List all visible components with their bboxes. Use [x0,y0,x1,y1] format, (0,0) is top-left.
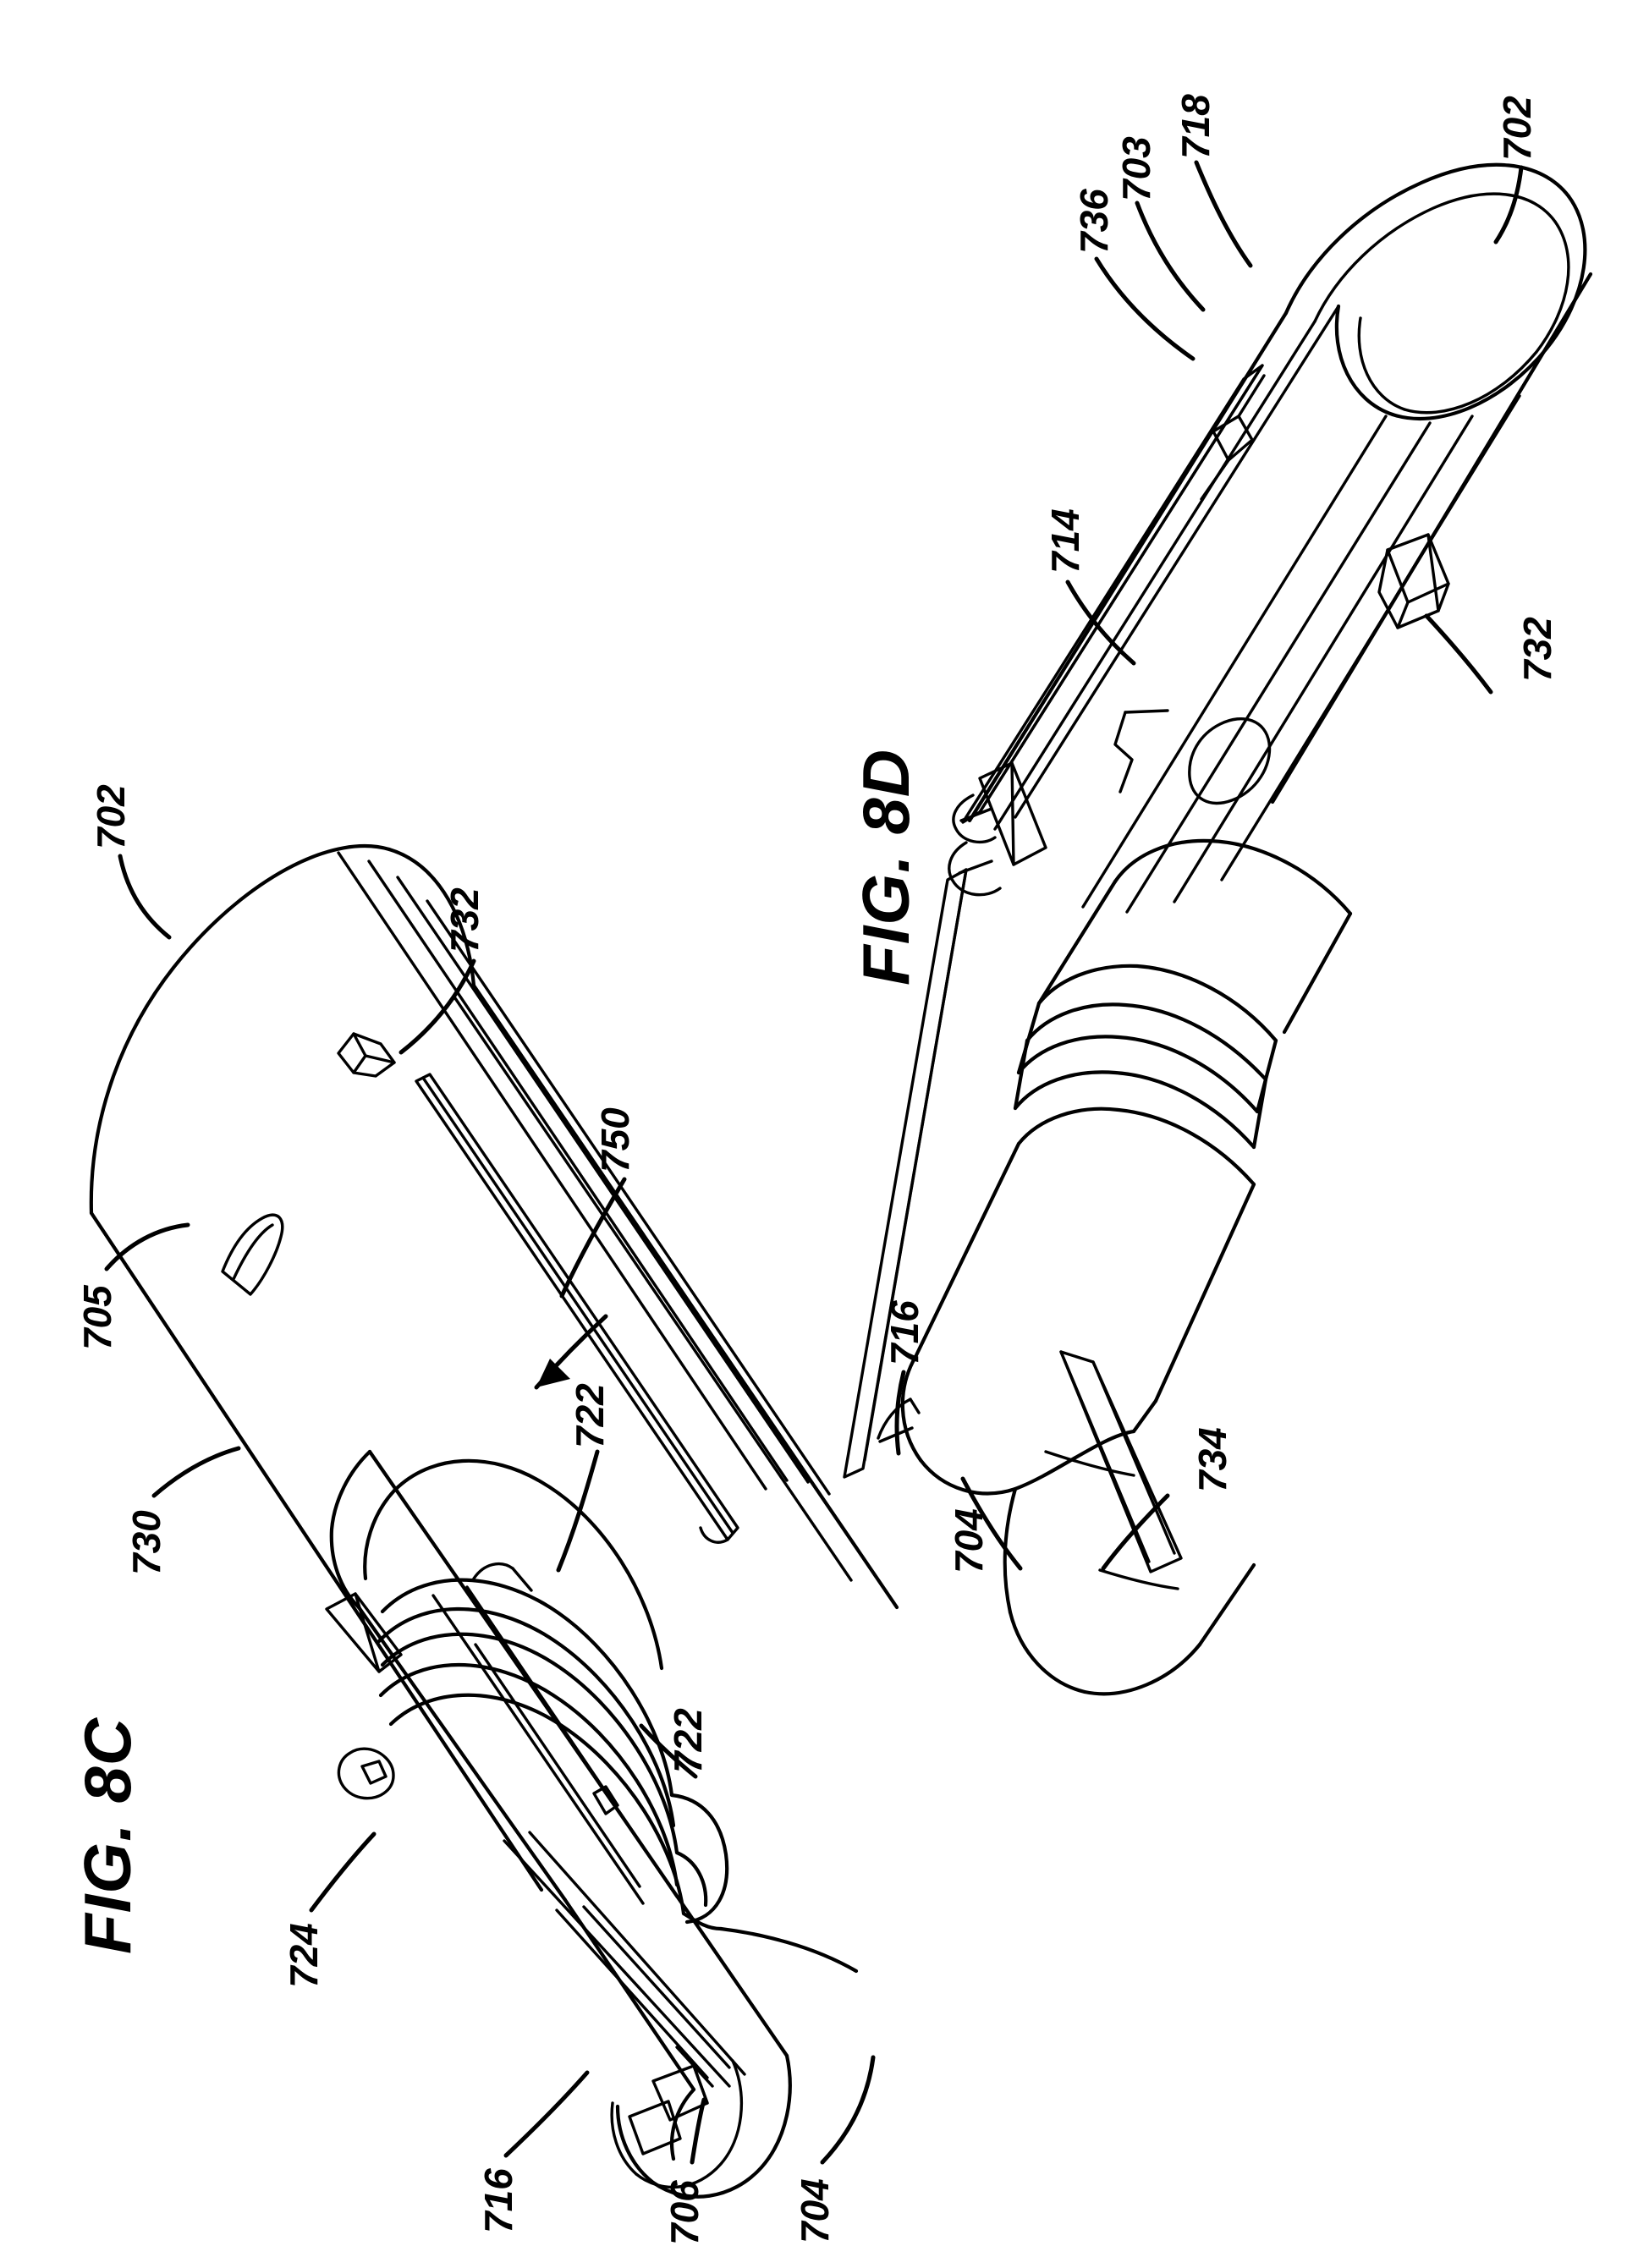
ref-732-fig8c: 732 [442,887,486,953]
ref-722-lower-fig8c: 722 [666,1708,710,1773]
ref-724-fig8c: 724 [282,1923,326,1988]
ref-705-fig8c: 705 [75,1285,119,1350]
ref-704-fig8c: 704 [793,2178,837,2243]
ref-703-fig8d: 703 [1114,136,1158,201]
ref-716-fig8d: 716 [882,1300,926,1365]
ref-718-fig8d: 718 [1174,94,1218,159]
fig-8c-illustration [89,844,899,2199]
ref-704-fig8d: 704 [947,1508,991,1573]
ref-732-fig8d: 732 [1515,617,1559,682]
ref-734-fig8d: 734 [1190,1427,1234,1492]
ref-714-fig8d: 714 [1043,508,1087,574]
fig-8c-title: FIG. 8C [70,1716,145,1954]
ref-716-fig8c: 716 [476,2168,520,2233]
ref-706-fig8c: 706 [662,2180,706,2245]
fig-8d-title: FIG. 8D [849,748,923,986]
ref-730-fig8c: 730 [124,1510,168,1575]
ref-722-upper-fig8c: 722 [568,1383,612,1448]
fig-8d-illustration [843,160,1593,1696]
ref-702-fig8d: 702 [1495,96,1539,161]
ref-750-fig8c: 750 [593,1107,637,1172]
ref-736-fig8d: 736 [1072,189,1116,254]
ref-702-fig8c: 702 [89,784,133,849]
